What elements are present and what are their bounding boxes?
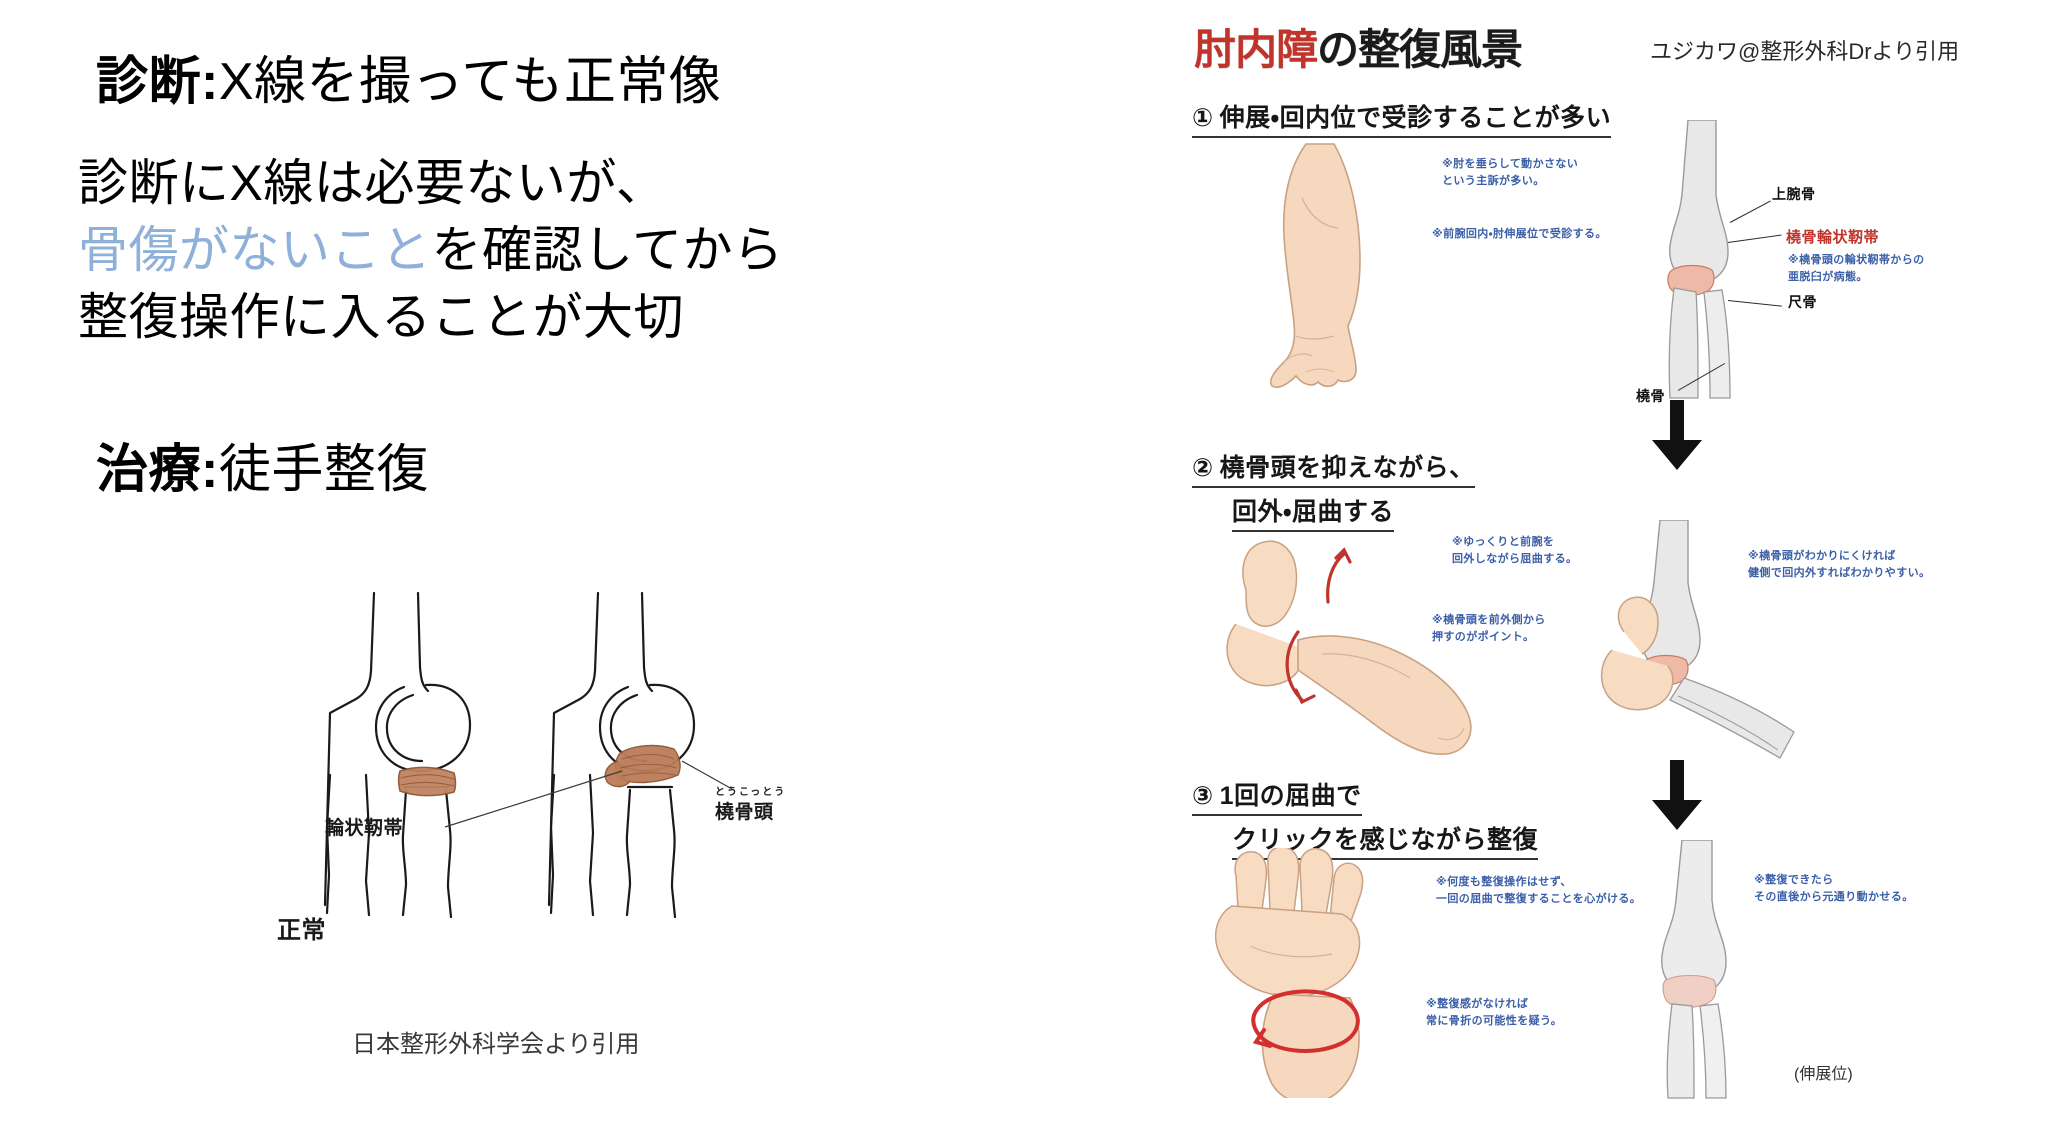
note-compare-healthy-side: ※橈骨頭がわかりにくければ 健側で回内外すればわかりやすい。 [1748, 550, 1931, 579]
note-after-reduction: ※整復できたら その直後から元通り動かせる。 [1754, 874, 1914, 903]
note-press-anterolateral: ※橈骨頭を前外側から 押すのがポイント。 [1432, 614, 1546, 643]
treatment-heading: 治療:徒手整復 [96, 440, 429, 501]
label-radial-head-text: 橈骨頭 [715, 802, 774, 823]
arm-extended-pronated-svg [1269, 143, 1361, 389]
down-arrow-2 [1650, 760, 1704, 830]
bone-label-annular-ligament-radius: 橈骨輪状靭帯 [1786, 229, 1880, 246]
step-2-hands-illustration [1202, 520, 1542, 775]
step-2-text-line1: 橈骨頭を抑えながら、 [1219, 454, 1475, 482]
label-radial-head-furigana: とうこっとう [715, 787, 787, 798]
treatment-label: 治療 [96, 441, 202, 499]
right-panel-title: 肘内障の整復風景 [1194, 16, 1523, 77]
note-chief-complaint: ※肘を垂らして動かさない という主訴が多い。 [1442, 158, 1579, 187]
elbow-bones-flexed-svg [1600, 519, 1795, 759]
click-reduction-arrow [1251, 989, 1360, 1053]
step-3-number: ③ [1192, 782, 1214, 810]
title-suffix: の整復風景 [1317, 26, 1523, 73]
note-suspect-fracture: ※整復感がなければ 常に骨折の可能性を疑う。 [1426, 998, 1563, 1027]
diagnosis-label: 診断 [96, 53, 202, 111]
bone-label-humerus: 上腕骨 [1772, 186, 1816, 202]
step-3-bone-illustration [1602, 839, 1862, 1105]
label-radial-head: とうこっとう橈骨頭 [715, 783, 786, 824]
supination-flexion-hands-svg [1226, 540, 1472, 755]
elbow-bones-reduced-svg [1661, 839, 1727, 1099]
bottom-position-note: (伸展位) [1794, 1066, 1853, 1083]
down-arrow-icon-2 [1652, 760, 1702, 830]
elbow-anatomy-figure: 輪状靭帯 とうこっとう橈骨頭 正常 [270, 575, 830, 995]
diagnosis-body-paragraph: 診断にX線は必要ないが、 骨傷がないことを確認してから 整復操作に入ることが大切 [78, 150, 784, 351]
note-single-flexion: ※何度も整復操作はせず、 一回の屈曲で整復することを心がける。 [1436, 876, 1642, 905]
annular-ligament-normal [397, 766, 457, 797]
leader-lines [444, 760, 733, 828]
motion-arrow-flexion [1285, 630, 1316, 705]
step-2-bone-illustration [1590, 519, 1870, 775]
diagnosis-colon: : [201, 53, 219, 111]
highlighted-phrase: 骨傷がないこと [78, 222, 432, 278]
reduction-click-hand-svg [1214, 846, 1364, 1105]
treatment-value: 徒手整復 [218, 441, 429, 499]
step-1-arm-illustration [1210, 140, 1490, 395]
diagnosis-value: X線を撮っても正常像 [218, 53, 722, 111]
step-1-number: ① [1192, 104, 1214, 132]
bone-label-radius: 橈骨 [1636, 388, 1665, 404]
body-line-3: 整復操作に入ることが大切 [78, 289, 684, 345]
left-figure-credit: 日本整形外科学会より引用 [352, 1031, 640, 1058]
body-line-1: 診断にX線は必要ないが、 [78, 155, 667, 211]
step-2-heading-line2: 回外・屈曲する [1232, 492, 1395, 532]
treatment-colon: : [201, 441, 219, 499]
note-subluxation-pathology: ※橈骨頭の輪状靭帯からの 亜脱臼が病態。 [1788, 254, 1925, 283]
label-annular-ligament: 輪状靭帯 [325, 818, 404, 839]
down-arrow-1 [1650, 400, 1704, 470]
title-condition-name: 肘内障 [1194, 26, 1318, 73]
body-line-2-rest: を確認してから [431, 222, 784, 278]
elbow-bones-extended-svg [1667, 119, 1731, 399]
motion-arrow-supination [1326, 547, 1352, 604]
elbow-anatomy-svg [323, 591, 733, 919]
right-panel-credit: ユジカワ@整形外科Drより引用 [1650, 39, 1960, 64]
step-2-text-line2: 回外・屈曲する [1232, 498, 1395, 526]
bone-label-ulna: 尺骨 [1788, 294, 1817, 310]
label-normal-elbow: 正常 [277, 917, 326, 944]
note-pronation-position: ※前腕回内・肘伸展位で受診する。 [1432, 228, 1607, 240]
step-3-hand-illustration [1198, 846, 1518, 1105]
step-1-bone-illustration [1612, 119, 1852, 405]
note-slow-supination: ※ゆっくりと前腕を 回外しながら屈曲する。 [1452, 536, 1578, 565]
left-content-column: 診断:X線を撮っても正常像 診断にX線は必要ないが、 骨傷がないことを確認してか… [78, 52, 830, 1058]
down-arrow-icon [1652, 400, 1702, 470]
step-3-text-line1: 1回の屈曲で [1219, 782, 1362, 810]
body-line-2: 骨傷がないことを確認してから [78, 217, 784, 284]
step-1-text: 伸展・回内位で受診することが多い [1219, 104, 1612, 132]
step-2-number: ② [1192, 454, 1214, 482]
diagnosis-heading: 診断:X線を撮っても正常像 [96, 52, 721, 113]
